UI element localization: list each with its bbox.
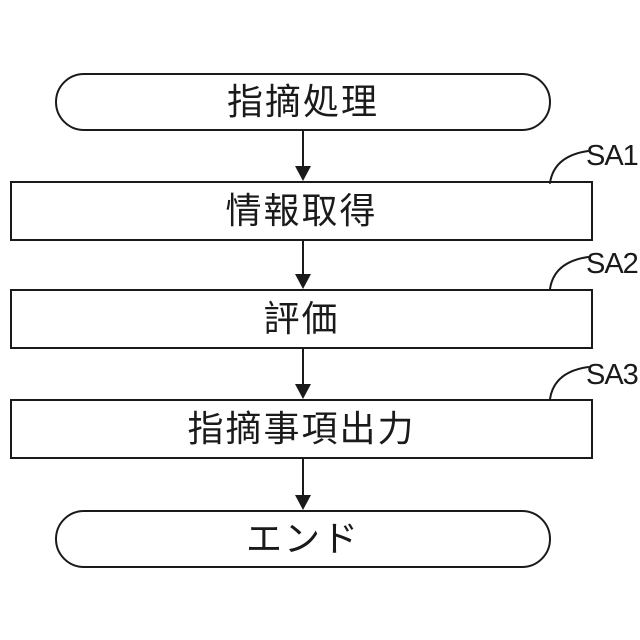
flow-arrow-2-shaft — [302, 241, 304, 276]
flow-arrow-4-shaft — [302, 459, 304, 497]
step-tag-sa3: SA3 — [586, 359, 639, 391]
leader-line-sa1 — [549, 150, 589, 184]
arrowhead-down-icon — [295, 274, 311, 289]
step-tag-sa2: SA2 — [586, 248, 639, 280]
arrowhead-down-icon — [295, 495, 311, 510]
leader-line-sa3 — [549, 366, 589, 400]
process-box-findings-output: 指摘事項出力 — [10, 399, 593, 459]
process-label: 評価 — [263, 298, 340, 339]
process-label: 指摘事項出力 — [187, 408, 416, 449]
flow-arrow-3-shaft — [302, 349, 304, 386]
arrowhead-down-icon — [295, 166, 311, 181]
process-label: 情報取得 — [225, 190, 378, 231]
start-label: 指摘処理 — [226, 81, 379, 122]
end-label: エンド — [245, 518, 360, 559]
leader-line-sa2 — [549, 256, 589, 290]
start-terminator: 指摘処理 — [55, 73, 551, 131]
process-box-evaluation: 評価 — [10, 289, 593, 349]
process-box-information-acquisition: 情報取得 — [10, 181, 593, 241]
end-terminator: エンド — [55, 510, 551, 568]
step-tag-sa1: SA1 — [586, 140, 639, 172]
flow-arrow-1-shaft — [302, 131, 304, 168]
arrowhead-down-icon — [295, 384, 311, 399]
